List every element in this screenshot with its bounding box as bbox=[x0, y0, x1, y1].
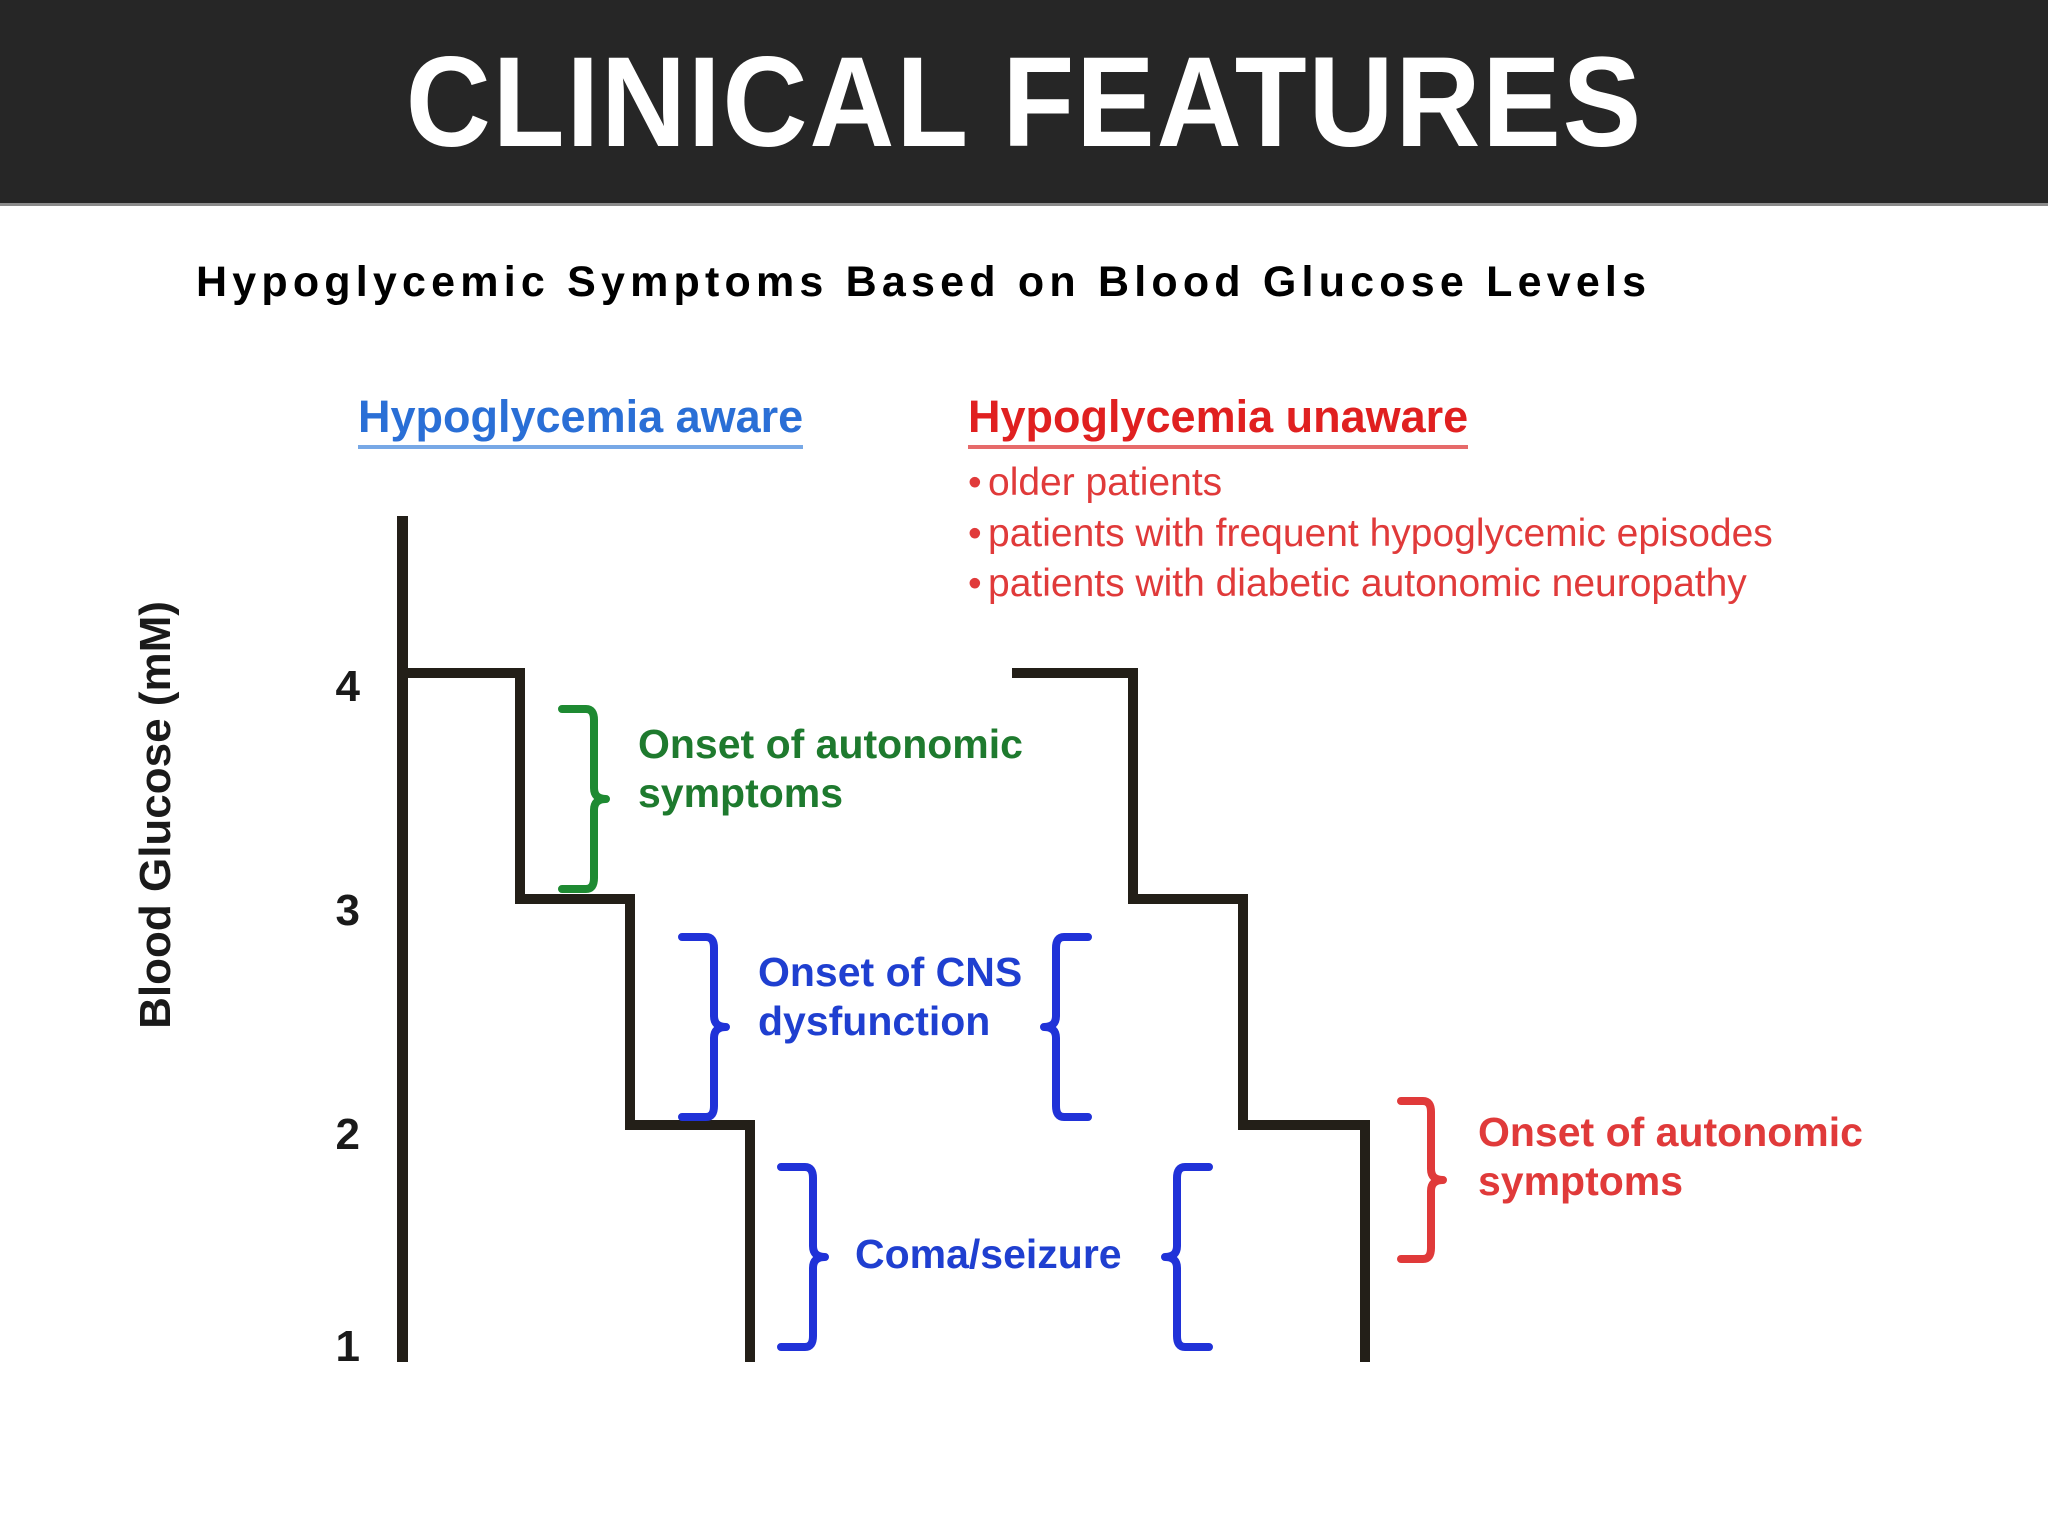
brace-right-green-icon bbox=[558, 705, 610, 893]
y-tick-label-2: 2 bbox=[335, 1110, 360, 1159]
list-item-label: older patients bbox=[988, 461, 1223, 504]
step-segment bbox=[745, 1120, 755, 1362]
bullet-icon: • bbox=[968, 562, 982, 606]
step-segment bbox=[1012, 668, 1138, 678]
bullet-icon: • bbox=[968, 461, 982, 504]
annotation-autonomic-right: Onset of autonomic symptoms bbox=[1478, 1109, 1863, 1205]
step-segment bbox=[625, 894, 635, 1130]
list-item: •patients with frequent hypoglycemic epi… bbox=[968, 509, 1988, 560]
step-segment bbox=[400, 668, 525, 678]
brace-left-blue-coma-icon bbox=[1161, 1163, 1213, 1351]
header-bar: CLINICAL FEATURES bbox=[0, 0, 2048, 205]
chart-subtitle: Hypoglycemic Symptoms Based on Blood Glu… bbox=[196, 258, 1652, 306]
list-item: •patients with diabetic autonomic neurop… bbox=[968, 559, 1988, 610]
hypoglycemia-chart: Hypoglycemia aware Hypoglycemia unaware … bbox=[0, 300, 2048, 1536]
list-item-label: patients with diabetic autonomic neuropa… bbox=[988, 562, 1747, 606]
step-segment bbox=[515, 894, 635, 904]
page-title: CLINICAL FEATURES bbox=[405, 30, 1643, 174]
y-axis-label: Blood Glucose (mM) bbox=[131, 601, 180, 1029]
step-segment bbox=[1128, 668, 1138, 904]
legend-hypoglycemia-aware: Hypoglycemia aware bbox=[358, 393, 804, 450]
brace-right-blue-cns-icon bbox=[678, 933, 730, 1121]
step-segment bbox=[625, 1120, 755, 1130]
step-segment bbox=[1360, 1120, 1370, 1362]
step-segment bbox=[1128, 894, 1248, 904]
header-divider bbox=[0, 203, 2048, 206]
step-segment bbox=[1238, 1120, 1370, 1130]
bullet-icon: • bbox=[968, 511, 982, 555]
annotation-coma: Coma/seizure bbox=[855, 1231, 1122, 1277]
legend-hypoglycemia-unaware: Hypoglycemia unaware bbox=[968, 393, 1469, 450]
y-tick-label-1: 1 bbox=[335, 1322, 360, 1371]
step-segment bbox=[1238, 894, 1248, 1130]
brace-right-red-icon bbox=[1397, 1097, 1447, 1263]
list-item-label: patients with frequent hypoglycemic epis… bbox=[988, 511, 1773, 555]
y-axis-line bbox=[397, 516, 408, 1362]
step-segment bbox=[515, 668, 525, 904]
list-item: •older patients bbox=[968, 458, 1988, 509]
y-tick-label-4: 4 bbox=[335, 662, 360, 711]
unaware-bullet-list: •older patients •patients with frequent … bbox=[968, 458, 1988, 610]
annotation-autonomic-left: Onset of autonomic symptoms bbox=[638, 721, 1023, 817]
y-tick-label-3: 3 bbox=[335, 886, 360, 935]
brace-left-blue-cns-icon bbox=[1040, 933, 1092, 1121]
annotation-cns: Onset of CNS dysfunction bbox=[758, 949, 1023, 1045]
brace-right-blue-coma-icon bbox=[777, 1163, 829, 1351]
